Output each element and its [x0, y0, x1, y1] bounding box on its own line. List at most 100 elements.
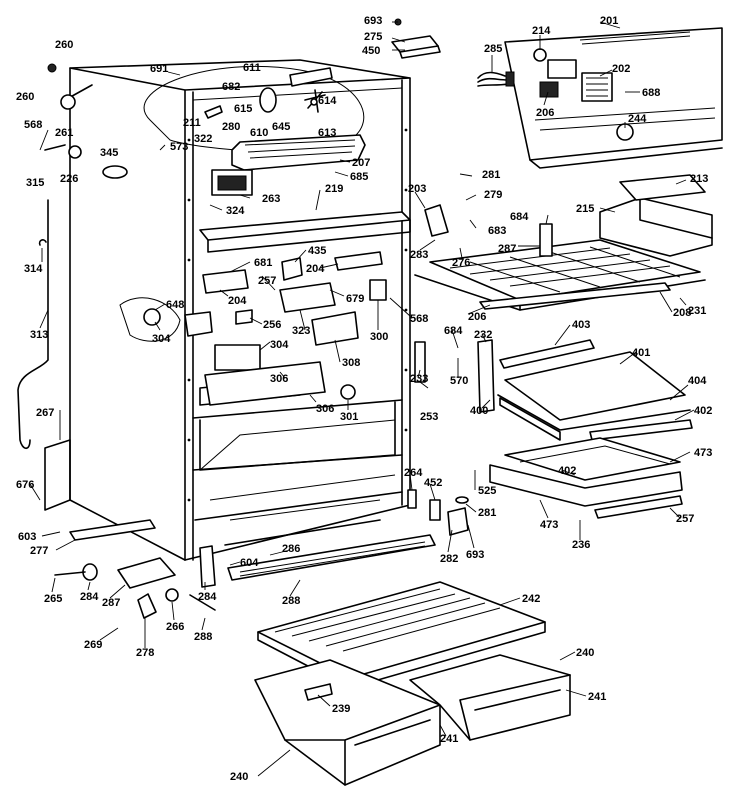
label-286: 286: [282, 543, 300, 555]
label-691: 691: [150, 63, 168, 75]
fresh-food-shelves: [414, 339, 693, 519]
label-610: 610: [250, 127, 268, 139]
label-684-upper: 684: [510, 211, 529, 223]
label-281-upper: 281: [482, 169, 500, 181]
label-257-lower: 257: [676, 513, 694, 525]
crisper-drawer-left: [254, 659, 441, 786]
label-304-left: 304: [152, 333, 171, 345]
leader-lines: [29, 21, 695, 777]
label-279: 279: [484, 189, 502, 201]
crisper-drawer-right: [409, 654, 571, 741]
label-345: 345: [100, 147, 118, 159]
label-278: 278: [136, 647, 154, 659]
label-211: 211: [183, 117, 201, 129]
label-400: 400: [470, 405, 488, 417]
label-679: 679: [346, 293, 364, 305]
label-233: 233: [410, 373, 428, 385]
label-264-lower: 284: [80, 591, 99, 603]
label-648: 648: [166, 299, 184, 311]
label-202: 202: [612, 63, 630, 75]
label-277: 277: [30, 545, 48, 557]
label-450: 450: [362, 45, 380, 57]
label-688: 688: [642, 87, 660, 99]
label-693-top: 693: [364, 15, 382, 27]
label-257-upper: 257: [258, 275, 276, 287]
label-682: 682: [222, 81, 240, 93]
evaporator-fan-assembly: [143, 65, 366, 196]
label-253: 253: [420, 411, 438, 423]
label-315: 315: [26, 177, 44, 189]
label-256: 256: [263, 319, 281, 331]
label-324: 324: [226, 205, 245, 217]
shelf-rail: [479, 282, 671, 310]
label-684-lower: 684: [444, 325, 463, 337]
label-604: 604: [240, 557, 259, 569]
label-215: 215: [576, 203, 594, 215]
label-300: 300: [370, 331, 388, 343]
top-bracket: [391, 18, 441, 59]
label-206-lower: 206: [468, 311, 486, 323]
label-287-bottom: 287: [102, 597, 120, 609]
bottom-parts: [54, 489, 469, 619]
label-239: 239: [332, 703, 350, 715]
label-241-right: 241: [588, 691, 606, 703]
label-402-lower: 402: [558, 465, 576, 477]
label-263: 263: [262, 193, 280, 205]
label-240-left: 240: [230, 771, 248, 783]
label-288-lower: 288: [194, 631, 212, 643]
label-283: 283: [410, 249, 428, 261]
cabinet-edge-dots: [187, 128, 408, 502]
label-208: 208: [673, 307, 691, 319]
label-304-right: 304: [270, 339, 289, 351]
label-231: 231: [688, 305, 706, 317]
label-201: 201: [600, 15, 618, 27]
label-645: 645: [272, 121, 290, 133]
label-301: 301: [340, 411, 358, 423]
label-275: 275: [364, 31, 382, 43]
ice-bin: [599, 174, 713, 257]
label-404: 404: [688, 375, 707, 387]
cabinet: [44, 59, 411, 561]
label-242: 242: [522, 593, 540, 605]
label-261: 261: [55, 127, 73, 139]
label-280: 280: [222, 121, 240, 133]
part-number-labels: 693 275 450 201 214 285 202 688 206 244 …: [16, 15, 712, 783]
label-603: 603: [18, 531, 36, 543]
label-611: 611: [243, 62, 261, 74]
label-614: 614: [318, 95, 337, 107]
label-214: 214: [532, 25, 551, 37]
label-306-upper: 306: [270, 373, 288, 385]
label-213: 213: [690, 173, 708, 185]
label-219: 219: [325, 183, 343, 195]
label-281-lower: 281: [478, 507, 496, 519]
label-306-lower: 306: [316, 403, 334, 415]
label-308-upper: 308: [342, 357, 360, 369]
control-parts: [119, 251, 387, 406]
label-568-lower: 568: [410, 313, 428, 325]
label-435: 435: [308, 245, 326, 257]
label-236: 236: [572, 539, 590, 551]
label-226: 226: [60, 173, 78, 185]
label-473-lower: 473: [540, 519, 558, 531]
left-tubing: [17, 63, 128, 450]
label-676: 676: [16, 479, 34, 491]
label-573: 573: [170, 141, 188, 153]
label-568-upper: 568: [24, 119, 42, 131]
label-288-front: 288: [282, 595, 300, 607]
label-473-upper: 473: [694, 447, 712, 459]
label-525: 525: [478, 485, 496, 497]
label-269: 269: [84, 639, 102, 651]
label-244: 244: [628, 113, 647, 125]
label-265: 265: [44, 593, 62, 605]
label-693-lower: 693: [466, 549, 484, 561]
label-206-top: 206: [536, 107, 554, 119]
label-287: 287: [498, 243, 516, 255]
label-264-upper: 264: [404, 467, 423, 479]
label-284: 284: [198, 591, 217, 603]
label-683: 683: [488, 225, 506, 237]
label-401: 401: [632, 347, 650, 359]
label-276: 276: [452, 257, 470, 269]
label-402-upper: 402: [694, 405, 712, 417]
label-241-lower: 241: [440, 733, 458, 745]
label-681: 681: [254, 257, 272, 269]
